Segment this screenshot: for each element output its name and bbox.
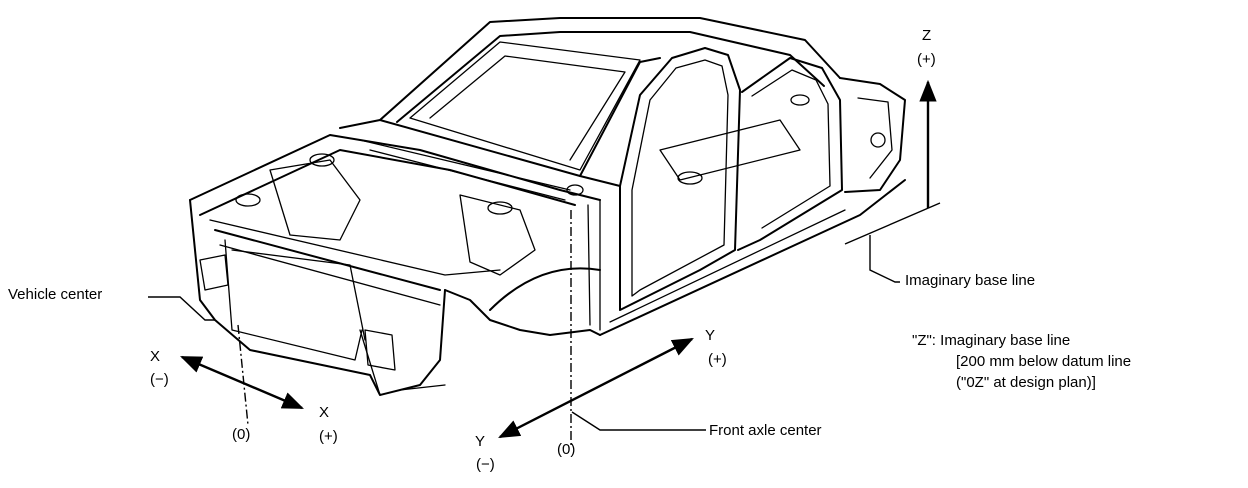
imaginary-base-line-label: Imaginary base line [905,272,1036,289]
vehicle-center-leader [148,296,215,321]
y-zero-label: (0) [557,441,576,458]
front-axle-center-leader [571,411,706,431]
x-minus-axis-label: X [150,348,161,365]
y-minus-sign: (−) [476,456,495,473]
x-axis-arrow [180,355,304,410]
x-minus-sign: (−) [150,371,169,388]
y-axis-arrow [498,337,694,439]
reference-lines [148,202,941,445]
z-axis-label: Z [922,27,932,44]
car-body-shell [189,17,906,396]
y-minus-axis-label: Y [475,433,486,450]
x-zero-label: (0) [232,426,251,443]
z-note-line-2: [200 mm below datum line [956,353,1132,370]
x-plus-axis-label: X [319,404,330,421]
z-note-line-3: ("0Z" at design plan)] [956,374,1096,391]
z-plus-sign: (+) [917,51,936,68]
z-definition-note: "Z": Imaginary base line [200 mm below d… [912,330,1131,393]
x-plus-sign: (+) [319,428,338,445]
vehicle-center-label: Vehicle center [8,286,103,303]
imaginary-base-line-leader [869,235,900,283]
y-plus-axis-label: Y [705,327,716,344]
front-axle-center-label: Front axle center [709,422,822,439]
axes [180,79,937,439]
z-note-line-1: "Z": Imaginary base line [912,332,1071,349]
y-plus-sign: (+) [708,351,727,368]
imaginary-base-line [844,202,941,245]
